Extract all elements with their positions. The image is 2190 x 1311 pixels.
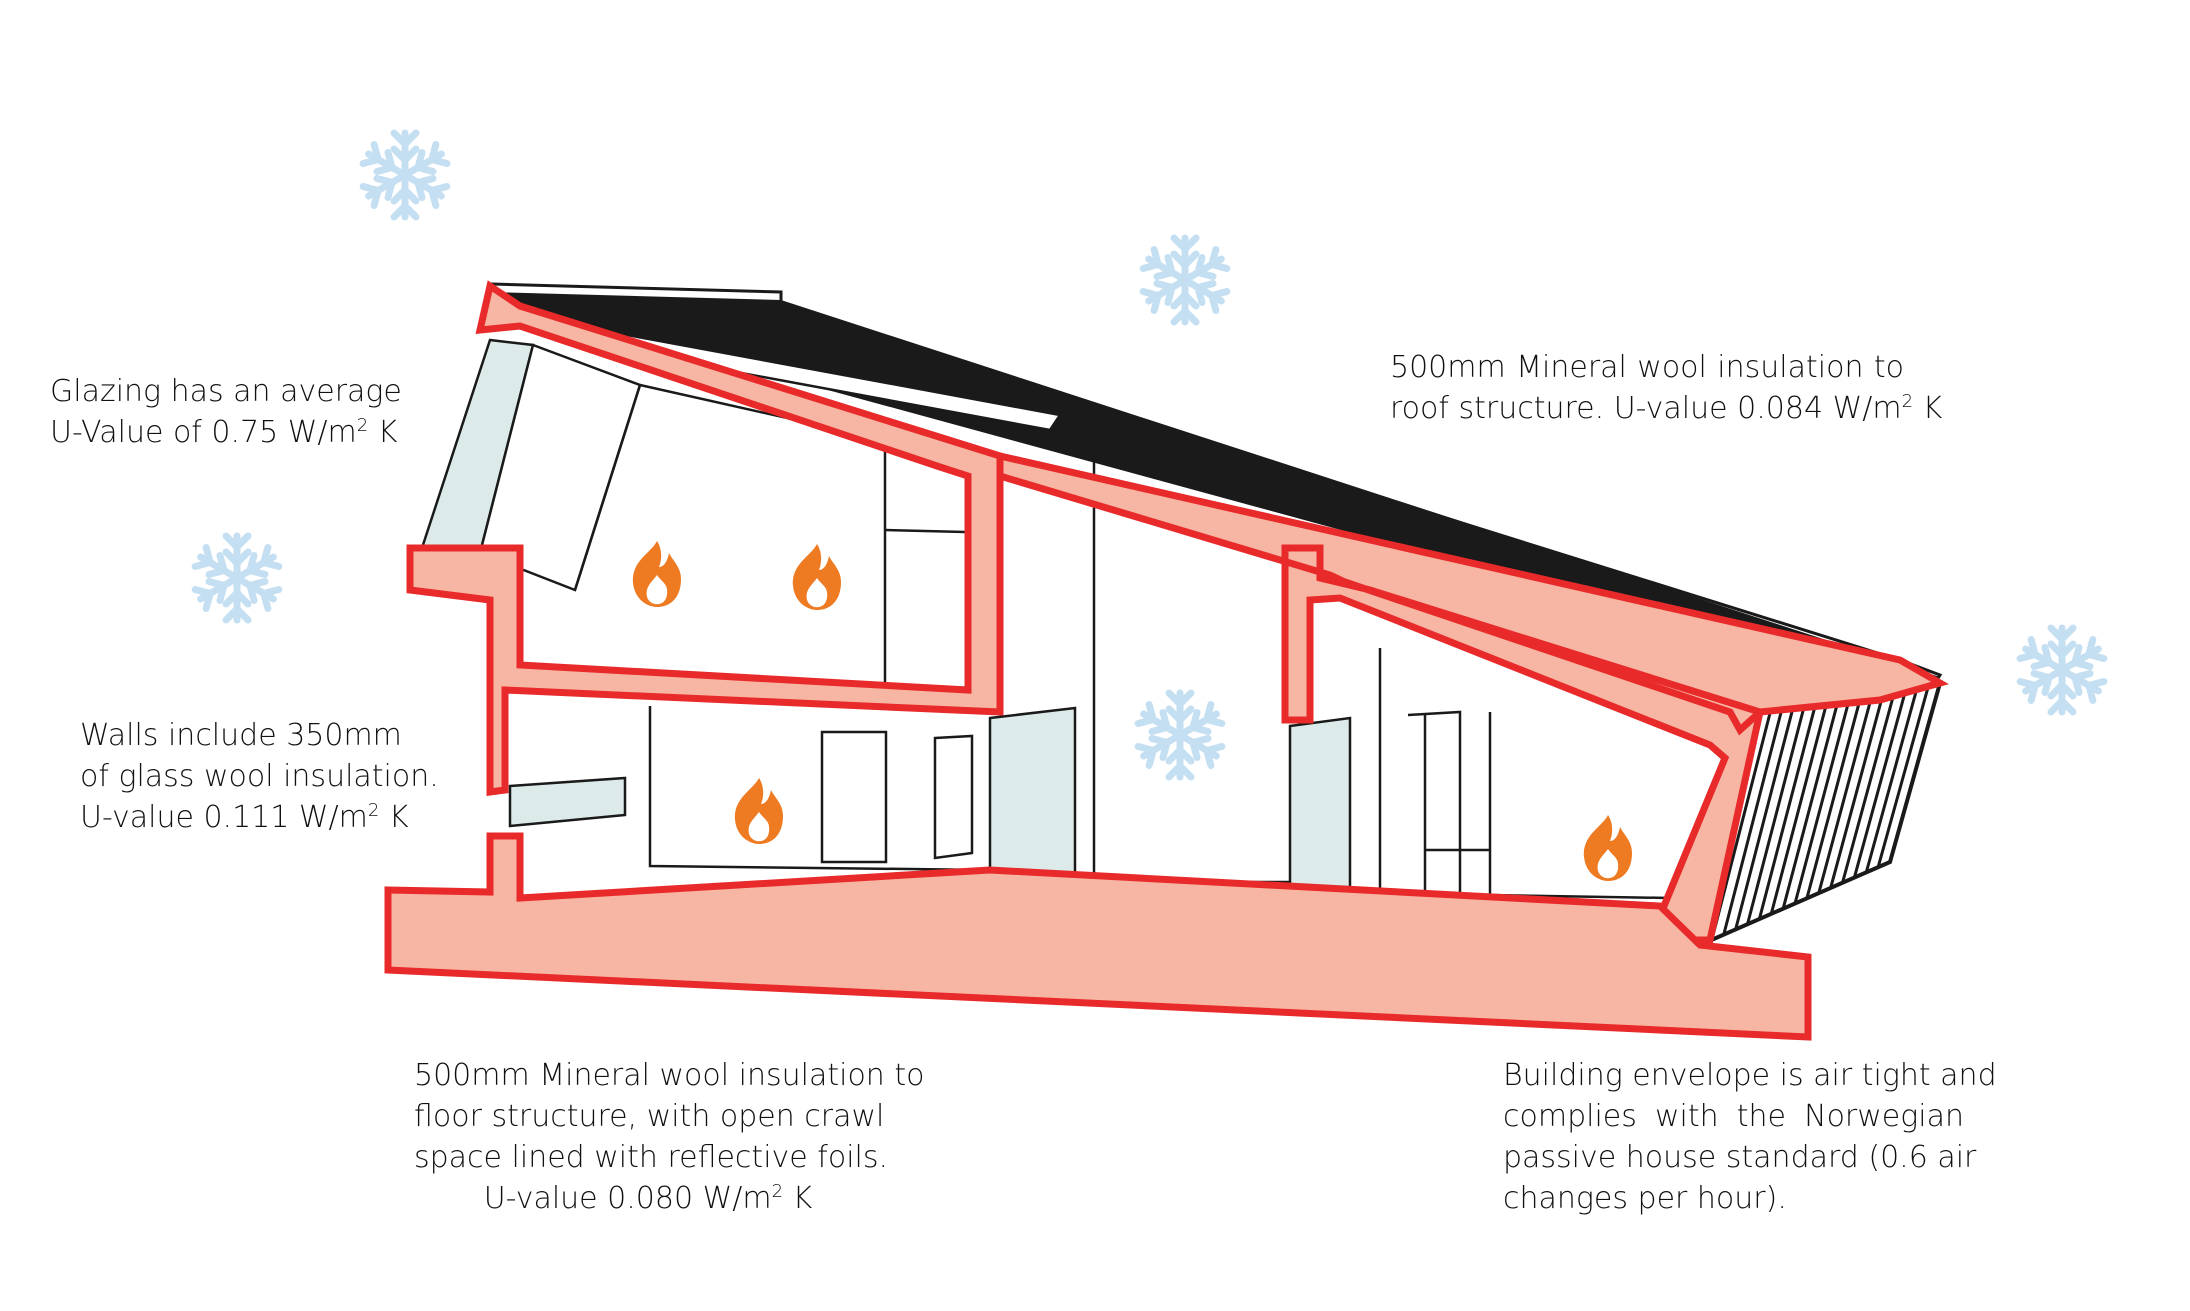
walls-note-line-2: of glass wool insulation. xyxy=(80,759,439,794)
roof-note-line-2: roof structure. U-value 0.084 W/m2 K xyxy=(1390,388,1942,429)
glazing-note-line-2: U-Value of 0.75 W/m2 K xyxy=(50,412,398,453)
flames-group xyxy=(632,541,1632,881)
roof-note-unit: K xyxy=(1913,391,1943,426)
glazing-note: Glazing has an average U-Value of 0.75 W… xyxy=(50,371,402,453)
interior-lines xyxy=(573,383,1671,900)
envelope-note-line-2: complies with the Norwegian xyxy=(1503,1099,1964,1134)
snowflake-icon xyxy=(2020,628,2104,712)
floor-note-superscript: 2 xyxy=(771,1181,784,1202)
insulation-envelope xyxy=(384,280,1949,1041)
walls-note: Walls include 350mm of glass wool insula… xyxy=(80,715,439,838)
envelope-note: Building envelope is air tight and compl… xyxy=(1503,1055,1997,1219)
roof-note-uvalue: roof structure. U-value 0.084 W/m xyxy=(1390,391,1902,426)
floor-note: 500mm Mineral wool insulation to floor s… xyxy=(414,1055,925,1219)
flame-icon xyxy=(792,544,841,610)
glazing-note-unit: K xyxy=(368,415,398,450)
glazing-note-superscript: 2 xyxy=(356,415,369,436)
snowflake-icon xyxy=(363,133,447,217)
snowflake-icon xyxy=(1143,238,1227,322)
snowflake-icon xyxy=(195,536,279,620)
envelope-note-line-4: changes per hour). xyxy=(1503,1181,1787,1216)
roof-note-superscript: 2 xyxy=(1901,391,1914,412)
floor-note-line-2: floor structure, with open crawl xyxy=(414,1099,885,1134)
floor-note-uvalue: U-value 0.080 W/m xyxy=(483,1181,772,1216)
roof-note-line-1: 500mm Mineral wool insulation to xyxy=(1390,350,1904,385)
walls-note-uvalue: U-value 0.111 W/m xyxy=(80,800,368,835)
floor-note-line-3: space lined with reflective foils. xyxy=(414,1140,889,1175)
floor-note-line-1: 500mm Mineral wool insulation to xyxy=(414,1058,925,1093)
envelope-note-line-3: passive house standard (0.6 air xyxy=(1503,1140,1977,1175)
walls-note-unit: K xyxy=(379,800,409,835)
flame-icon xyxy=(1583,815,1632,881)
roof-note: 500mm Mineral wool insulation to roof st… xyxy=(1390,347,1942,429)
glazing-note-line-1: Glazing has an average xyxy=(50,374,402,409)
walls-note-line-3: U-value 0.111 W/m2 K xyxy=(80,797,409,838)
walls-note-superscript: 2 xyxy=(367,800,380,821)
snowflake-icon xyxy=(1138,693,1222,777)
flame-icon xyxy=(632,541,681,607)
glazing-note-uvalue: U-Value of 0.75 W/m xyxy=(50,415,357,450)
flame-icon xyxy=(734,778,783,844)
envelope-note-line-1: Building envelope is air tight and xyxy=(1503,1058,1997,1093)
floor-note-unit: K xyxy=(783,1181,813,1216)
walls-note-line-1: Walls include 350mm xyxy=(80,718,402,753)
floor-note-line-4: U-value 0.080 W/m2 K xyxy=(414,1178,882,1219)
